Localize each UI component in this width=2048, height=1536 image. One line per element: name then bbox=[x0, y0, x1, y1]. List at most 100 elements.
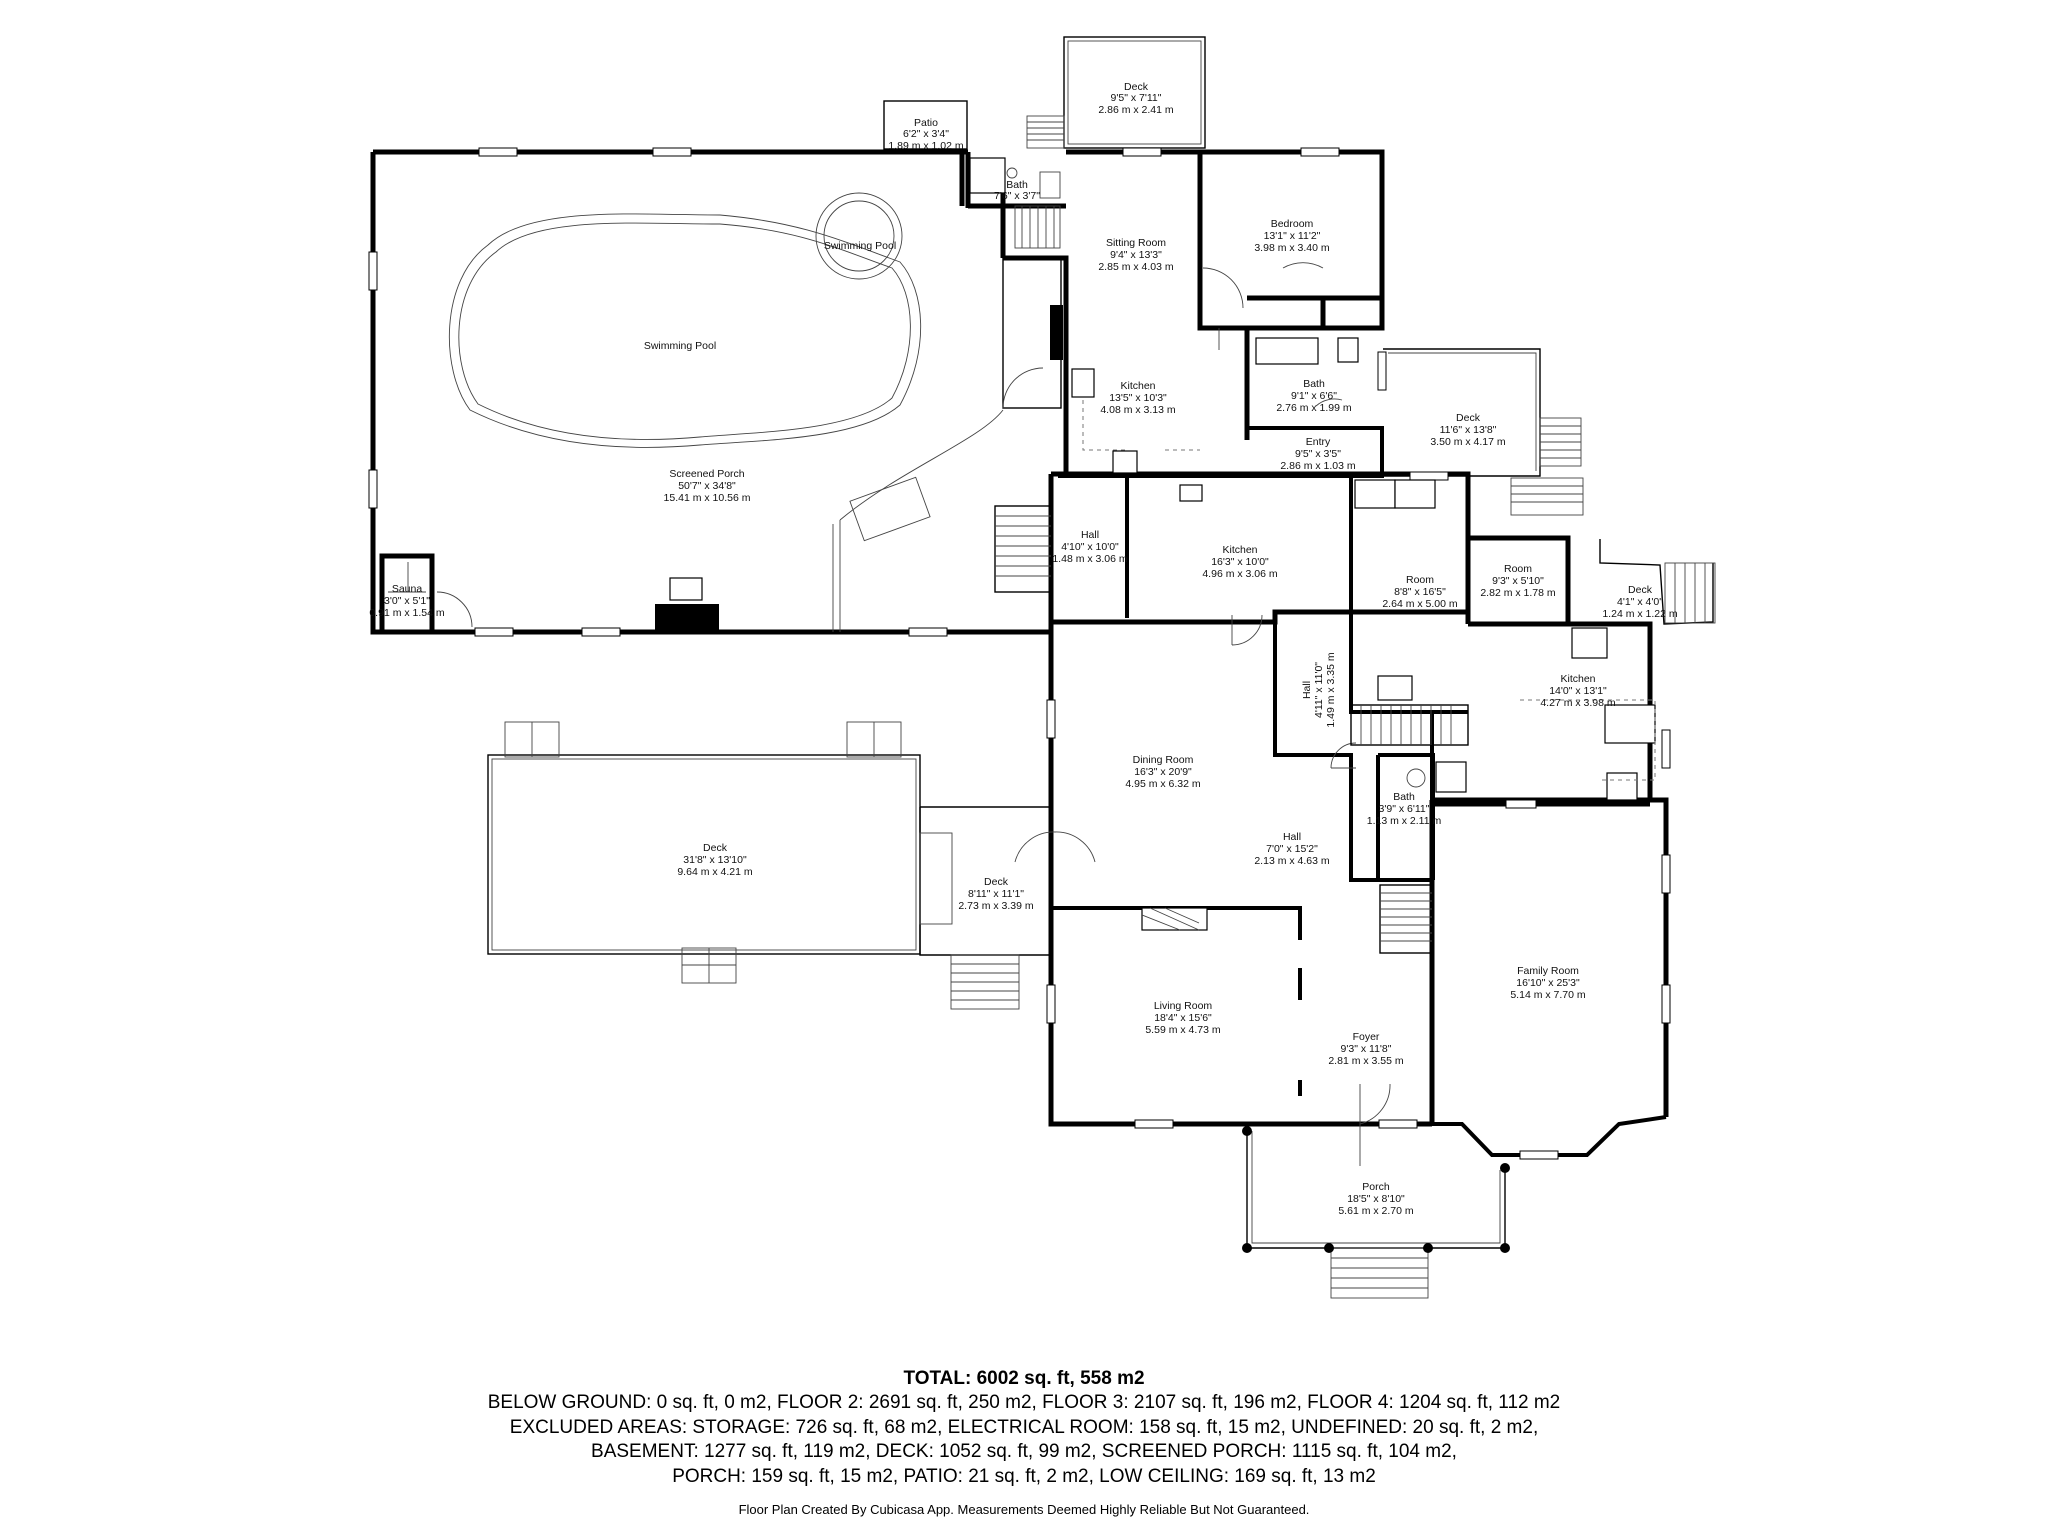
room-label: Bedroom 13'1" x 11'2" 3.98 m x 3.40 m bbox=[1254, 218, 1330, 254]
room-label: Deck 9'5" x 7'11" 2.86 m x 2.41 m bbox=[1098, 81, 1174, 116]
room-dims: 9'1" x 6'6" bbox=[1291, 390, 1337, 402]
room-label: Swimming Pool bbox=[824, 240, 896, 252]
room-name: Screened Porch bbox=[669, 468, 744, 480]
room-name: Living Room bbox=[1154, 1000, 1213, 1012]
room-name: Hall bbox=[1283, 831, 1301, 843]
total-area: TOTAL: 6002 sq. ft, 558 m2 bbox=[903, 1368, 1145, 1389]
room-dims: 16'3" x 10'0" bbox=[1211, 556, 1269, 568]
room-name: Bath bbox=[1006, 179, 1028, 191]
room-dims: 7'0" x 15'2" bbox=[1266, 843, 1318, 855]
room-label: Deck 4'1" x 4'0" 1.24 m x 1.22 m bbox=[1602, 584, 1678, 620]
room-metric: 2.13 m x 4.63 m bbox=[1254, 855, 1330, 867]
room-dims: 4'1" x 4'0" bbox=[1617, 596, 1663, 608]
room-name: Bedroom bbox=[1271, 218, 1314, 230]
room-name: Bath bbox=[1393, 791, 1415, 803]
room-dims: 3'0" x 5'1" bbox=[384, 595, 430, 607]
room-name: Deck bbox=[1628, 584, 1653, 596]
room-label: Bath 7'6" x 3'7" bbox=[994, 179, 1040, 202]
room-name: Sitting Room bbox=[1106, 237, 1166, 249]
room-name: Swimming Pool bbox=[824, 240, 896, 252]
room-name: Entry bbox=[1306, 436, 1331, 448]
room-dims: 9'5" x 3'5" bbox=[1295, 448, 1341, 460]
room-label: Hall 7'0" x 15'2" 2.13 m x 4.63 m bbox=[1254, 831, 1330, 867]
exterior-decks bbox=[487, 36, 1716, 1299]
room-dims: 18'4" x 15'6" bbox=[1154, 1012, 1212, 1024]
room-name: Kitchen bbox=[1120, 380, 1155, 392]
room-label: Screened Porch 50'7" x 34'8" 15.41 m x 1… bbox=[664, 468, 751, 504]
room-label: Hall 4'10" x 10'0" 1.48 m x 3.06 m bbox=[1052, 529, 1128, 565]
room-metric: 4.95 m x 6.32 m bbox=[1125, 778, 1201, 790]
credit-note: Floor Plan Created By Cubicasa App. Meas… bbox=[738, 1502, 1310, 1517]
room-label: Sitting Room 9'4" x 13'3" 2.85 m x 4.03 … bbox=[1098, 237, 1174, 273]
area-breakdown-line: PORCH: 159 sq. ft, 15 m2, PATIO: 21 sq. … bbox=[672, 1465, 1376, 1487]
room-label: Porch 18'5" x 8'10" 5.61 m x 2.70 m bbox=[1338, 1181, 1414, 1217]
room-name: Porch bbox=[1362, 1181, 1390, 1193]
room-label: Family Room 16'10" x 25'3" 5.14 m x 7.70… bbox=[1510, 965, 1586, 1001]
room-label: Bath 9'1" x 6'6" 2.76 m x 1.99 m bbox=[1276, 378, 1352, 414]
room-dims: 9'3" x 11'8" bbox=[1341, 1043, 1392, 1055]
room-dims: 7'6" x 3'7" bbox=[994, 190, 1040, 202]
room-name: Foyer bbox=[1353, 1031, 1380, 1043]
room-dims: 11'6" x 13'8" bbox=[1440, 424, 1497, 436]
room-metric: 4.08 m x 3.13 m bbox=[1100, 404, 1176, 416]
room-label: Sauna 3'0" x 5'1" 0.91 m x 1.54 m bbox=[369, 583, 445, 619]
room-label: Kitchen 16'3" x 10'0" 4.96 m x 3.06 m bbox=[1202, 544, 1278, 580]
room-metric: 2.64 m x 5.00 m bbox=[1382, 598, 1458, 610]
room-name: Family Room bbox=[1517, 965, 1579, 977]
room-label: Room 9'3" x 5'10" 2.82 m x 1.78 m bbox=[1480, 563, 1556, 599]
room-dims: 16'3" x 20'9" bbox=[1134, 766, 1192, 778]
room-name: Kitchen bbox=[1560, 673, 1595, 685]
room-metric: 0.91 m x 1.54 m bbox=[369, 607, 445, 619]
room-metric: 3.98 m x 3.40 m bbox=[1254, 242, 1330, 254]
room-dims: 31'8" x 13'10" bbox=[683, 854, 747, 866]
room-dims: 9'4" x 13'3" bbox=[1110, 249, 1162, 261]
room-dims: 6'2" x 3'4" bbox=[903, 128, 949, 140]
room-metric: 2.73 m x 3.39 m bbox=[958, 900, 1034, 912]
room-metric: 2.81 m x 3.55 m bbox=[1328, 1055, 1404, 1067]
room-metric: 5.14 m x 7.70 m bbox=[1510, 989, 1586, 1001]
room-dims: 9'5" x 7'11" bbox=[1111, 92, 1162, 104]
room-label: Deck 11'6" x 13'8" 3.50 m x 4.17 m bbox=[1430, 412, 1506, 448]
room-metric: 3.50 m x 4.17 m bbox=[1430, 436, 1506, 448]
room-label: Bath 3'9" x 6'11" 1.13 m x 2.11 m bbox=[1367, 791, 1442, 827]
room-labels: Deck 9'5" x 7'11" 2.86 m x 2.41 m Patio … bbox=[369, 81, 1678, 1217]
room-dims: 3'9" x 6'11" bbox=[1379, 803, 1430, 815]
room-dims: 50'7" x 34'8" bbox=[678, 480, 736, 492]
room-dims: 14'0" x 13'1" bbox=[1549, 685, 1607, 697]
room-label: Deck 8'11" x 11'1" 2.73 m x 3.39 m bbox=[958, 876, 1034, 912]
room-name: Deck bbox=[1456, 412, 1481, 424]
room-label: Dining Room 16'3" x 20'9" 4.95 m x 6.32 … bbox=[1125, 754, 1201, 790]
room-name: Bath bbox=[1303, 378, 1325, 390]
room-dims: 8'11" x 11'1" bbox=[968, 888, 1024, 900]
room-label: Hall 4'11" x 11'0" 1.49 m x 3.35 m bbox=[1301, 652, 1337, 728]
room-label: Foyer 9'3" x 11'8" 2.81 m x 3.55 m bbox=[1328, 1031, 1404, 1067]
room-metric: 4.96 m x 3.06 m bbox=[1202, 568, 1278, 580]
room-label: Entry 9'5" x 3'5" 2.86 m x 1.03 m bbox=[1280, 436, 1356, 472]
room-name: Sauna bbox=[392, 583, 423, 595]
room-name: Patio bbox=[914, 117, 938, 129]
room-name: Deck bbox=[1124, 81, 1149, 93]
room-metric: 15.41 m x 10.56 m bbox=[664, 492, 751, 504]
room-name: Deck bbox=[984, 876, 1009, 888]
room-metric: 4.27 m x 3.98 m bbox=[1540, 697, 1616, 709]
room-dims: 16'10" x 25'3" bbox=[1516, 977, 1580, 989]
room-name: Dining Room bbox=[1133, 754, 1194, 766]
room-name: Swimming Pool bbox=[644, 340, 716, 352]
room-name: Hall bbox=[1301, 681, 1313, 699]
room-metric: 1.49 m x 3.35 m bbox=[1325, 652, 1337, 728]
room-dims: 9'3" x 5'10" bbox=[1492, 575, 1544, 587]
walls bbox=[959, 147, 1671, 1166]
screened-porch-area bbox=[368, 147, 1051, 637]
room-name: Hall bbox=[1081, 529, 1099, 541]
room-metric: 2.86 m x 1.03 m bbox=[1280, 460, 1356, 472]
area-breakdown-line: BASEMENT: 1277 sq. ft, 119 m2, DECK: 105… bbox=[591, 1441, 1457, 1462]
room-name: Deck bbox=[703, 842, 728, 854]
room-label: Kitchen 13'5" x 10'3" 4.08 m x 3.13 m bbox=[1100, 380, 1176, 416]
room-label: Deck 31'8" x 13'10" 9.64 m x 4.21 m bbox=[677, 842, 753, 878]
room-metric: 9.64 m x 4.21 m bbox=[677, 866, 753, 878]
room-metric: 1.24 m x 1.22 m bbox=[1602, 608, 1678, 620]
room-label: Kitchen 14'0" x 13'1" 4.27 m x 3.98 m bbox=[1540, 673, 1616, 709]
area-summary: TOTAL: 6002 sq. ft, 558 m2 BELOW GROUND:… bbox=[0, 1366, 2048, 1517]
room-name: Kitchen bbox=[1222, 544, 1257, 556]
room-metric: 2.82 m x 1.78 m bbox=[1480, 587, 1556, 599]
